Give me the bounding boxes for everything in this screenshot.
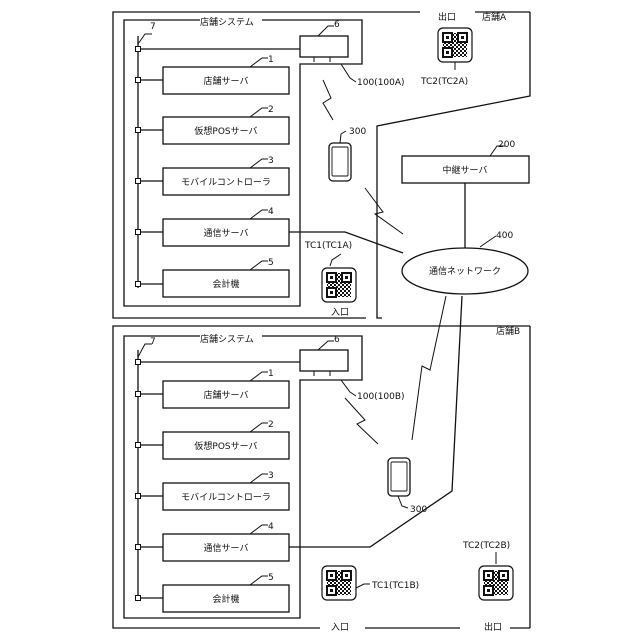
store-b-system-ref: 100(100B) [357, 392, 405, 402]
svg-text:通信サーバ: 通信サーバ [204, 227, 249, 239]
store-a-store-server: 店舗サーバ 1 [136, 55, 290, 94]
store-b-tc2-label: TC2(TC2B) [462, 541, 510, 551]
store-b-tc2-qr-icon [479, 566, 513, 600]
store-b-system-title: 店舗システム [200, 333, 254, 345]
store-a-exit-label: 出口 [438, 11, 456, 23]
svg-text:店舗サーバ: 店舗サーバ [204, 75, 249, 87]
store-b-entrance-label: 入口 [331, 622, 349, 633]
store-b-communication-server: 通信サーバ 4 [136, 522, 290, 561]
store-a-wireless-link [323, 80, 333, 120]
svg-text:通信サーバ: 通信サーバ [204, 542, 249, 554]
store-a-mobile-terminal [329, 143, 351, 181]
store-a-terminal-ref: 300 [349, 127, 366, 137]
store-a-access-point [300, 36, 348, 57]
store-b-network-wireless [412, 296, 446, 440]
store-a-checkout-machine: 会計機 5 [136, 258, 290, 297]
store-b-exit-label: 出口 [484, 621, 502, 633]
svg-text:3: 3 [268, 471, 274, 481]
store-b-terminal-ref: 300 [410, 505, 427, 515]
store-b-store-server: 店舗サーバ 1 [136, 369, 290, 408]
svg-text:仮想POSサーバ: 仮想POSサーバ [194, 125, 257, 137]
relay-server-label: 中継サーバ [443, 164, 488, 176]
store-b-network-link [289, 296, 462, 547]
store-b-tc1-qr-icon [322, 566, 356, 600]
store-a-terminal-network-wireless [365, 188, 403, 234]
store-a-bus-ref: 7 [150, 22, 156, 32]
store-a-communication-server: 通信サーバ 4 [136, 207, 290, 246]
svg-text:3: 3 [268, 156, 274, 166]
store-b-checkout-machine: 会計機 5 [136, 573, 290, 612]
relay-server: 中継サーバ 200 [402, 140, 529, 183]
store-a-virtual-pos-server: 仮想POSサーバ 2 [136, 105, 290, 144]
svg-text:モバイルコントローラ: モバイルコントローラ [181, 492, 271, 503]
store-a-tc2-label: TC2(TC2A) [420, 77, 468, 87]
store-b-bus-ref: 7 [150, 337, 156, 347]
store-b-bus-node [136, 360, 141, 365]
svg-text:2: 2 [268, 420, 274, 430]
store-a-label: 店舗A [482, 11, 507, 23]
store-a-tc1-qr-icon [322, 268, 356, 302]
store-a-ap-ref: 6 [334, 20, 340, 30]
store-b-mobile-controller: モバイルコントローラ 3 [136, 471, 290, 510]
network-ref: 400 [496, 231, 513, 241]
svg-text:仮想POSサーバ: 仮想POSサーバ [194, 440, 257, 452]
svg-text:会計機: 会計機 [212, 278, 239, 290]
svg-text:5: 5 [268, 573, 274, 583]
svg-text:店舗サーバ: 店舗サーバ [204, 389, 249, 401]
store-a-tc2-qr-icon [438, 28, 472, 62]
store-b-ap-ref: 6 [334, 335, 340, 345]
relay-server-ref: 200 [498, 140, 515, 150]
svg-text:1: 1 [268, 369, 274, 379]
store-a-system-title: 店舗システム [200, 16, 254, 28]
store-b-virtual-pos-server: 仮想POSサーバ 2 [136, 420, 290, 459]
network-label: 通信ネットワーク [429, 265, 501, 277]
store-b-access-point [300, 350, 348, 371]
store-a-tc1-label: TC1(TC1A) [304, 241, 352, 251]
svg-text:1: 1 [268, 55, 274, 65]
store-b-mobile-terminal [388, 458, 410, 496]
svg-text:4: 4 [268, 207, 274, 217]
store-a-mobile-controller: モバイルコントローラ 3 [136, 156, 290, 195]
store-b-wireless-link [345, 398, 378, 444]
store-b-label: 店舗B [496, 325, 520, 337]
svg-text:会計機: 会計機 [212, 593, 239, 605]
store-a-bus-node [136, 47, 141, 52]
svg-text:2: 2 [268, 105, 274, 115]
svg-text:5: 5 [268, 258, 274, 268]
store-b-area: 店舗B 入口 出口 店舗システム 7 6 店舗サーバ 1 仮想POSサーバ [113, 296, 530, 633]
store-b-tc1-label: TC1(TC1B) [371, 581, 419, 591]
store-a-entrance-label: 入口 [331, 307, 349, 318]
store-a-system-ref: 100(100A) [357, 78, 405, 88]
svg-text:モバイルコントローラ: モバイルコントローラ [181, 177, 271, 188]
svg-text:4: 4 [268, 522, 274, 532]
